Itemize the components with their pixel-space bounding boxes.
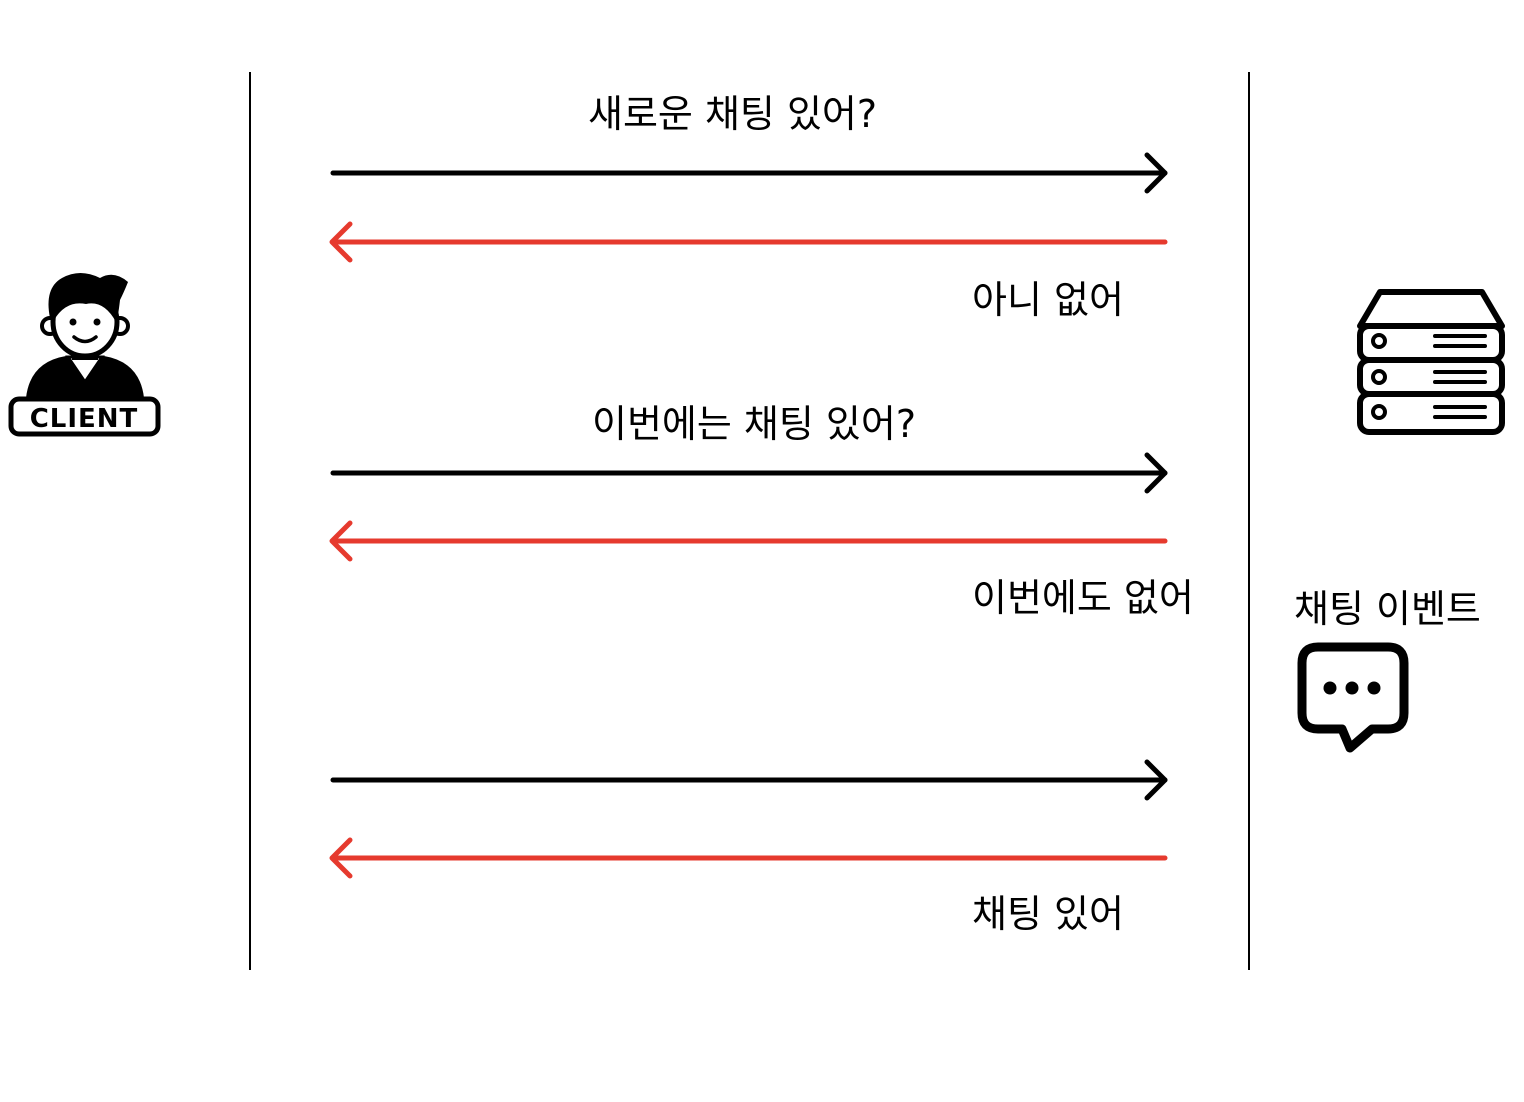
- client-badge-text: CLIENT: [30, 404, 139, 434]
- client-person-icon: [26, 273, 144, 398]
- response-label-2: 이번에도 없어: [972, 576, 1194, 620]
- response-arrow-2: [329, 520, 1168, 562]
- request-label-1: 새로운 채팅 있어?: [588, 92, 878, 136]
- request-arrow-3: [330, 759, 1168, 801]
- request-arrow-2: [330, 452, 1168, 494]
- chat-bubble-icon: [1297, 642, 1409, 753]
- client-badge: CLIENT: [8, 396, 161, 437]
- request-arrow-1: [330, 152, 1168, 194]
- request-label-2: 이번에는 채팅 있어?: [592, 402, 917, 446]
- response-label-1: 아니 없어: [972, 278, 1124, 322]
- response-arrow-1: [329, 221, 1168, 263]
- server-stack-icon: [1357, 289, 1505, 435]
- response-label-3: 채팅 있어: [972, 892, 1124, 936]
- chat-event-label: 채팅 이벤트: [1294, 587, 1481, 631]
- response-arrow-3: [329, 837, 1168, 879]
